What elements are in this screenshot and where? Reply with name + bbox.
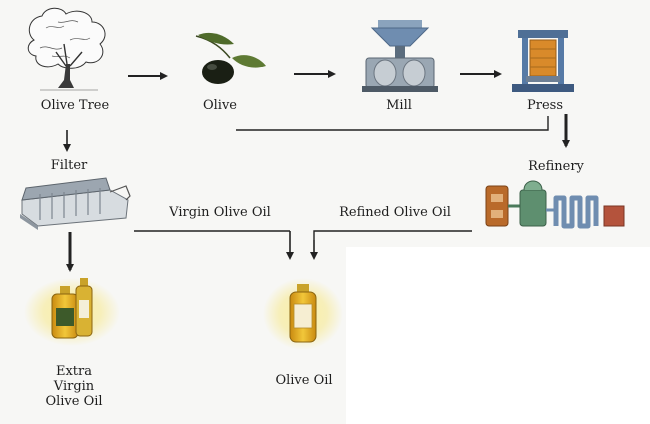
label-virgin-olive-oil: Virgin Olive Oil bbox=[169, 205, 271, 220]
label-olive-oil: Olive Oil bbox=[275, 373, 333, 388]
oil-bottle-icon bbox=[263, 278, 343, 350]
label-extra-virgin-olive-oil: Extra Virgin Olive Oil bbox=[36, 364, 112, 409]
mill-icon bbox=[362, 20, 438, 92]
label-press: Press bbox=[527, 98, 563, 113]
olive-tree-icon bbox=[27, 7, 106, 91]
label-filter: Filter bbox=[50, 158, 88, 173]
connectors bbox=[63, 70, 570, 272]
refinery-icon bbox=[485, 180, 625, 229]
label-line: Virgin bbox=[53, 379, 95, 394]
oil-bottles-icon bbox=[24, 278, 120, 346]
blank-panel bbox=[346, 247, 650, 424]
label-refinery: Refinery bbox=[528, 159, 584, 174]
label-refined-olive-oil: Refined Olive Oil bbox=[339, 205, 451, 220]
label-olive: Olive bbox=[202, 98, 237, 113]
line-refined-oil bbox=[313, 230, 472, 240]
label-olive-tree: Olive Tree bbox=[40, 98, 110, 113]
filter-machine-icon bbox=[20, 177, 131, 230]
label-line: Extra bbox=[55, 364, 92, 379]
label-mill: Mill bbox=[386, 98, 412, 113]
label-line: Olive Oil bbox=[45, 394, 103, 409]
line-press-to-filter bbox=[236, 116, 549, 131]
olive-icon bbox=[195, 32, 266, 84]
press-icon bbox=[512, 30, 574, 92]
